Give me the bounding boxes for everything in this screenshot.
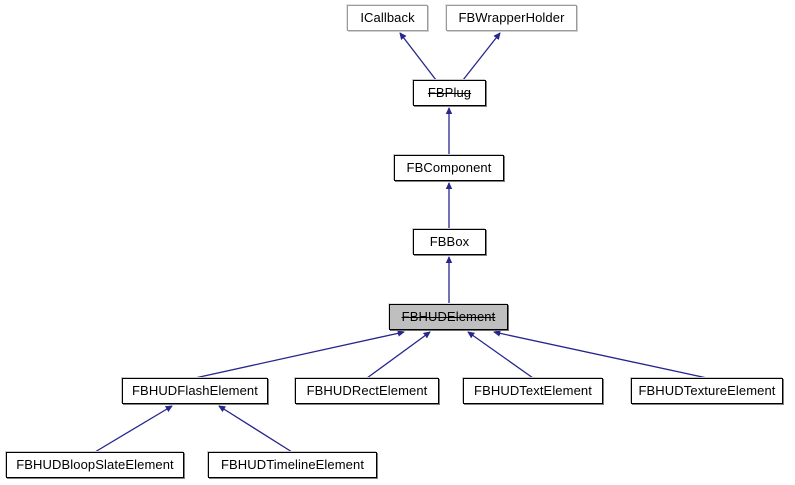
node-fbplug[interactable]: FBPlug [413,80,486,106]
node-label: FBBox [429,234,470,249]
inheritance-edge [366,332,430,379]
node-label: FBHUDRectElement [306,383,428,398]
node-label: FBHUDTextureElement [638,383,776,398]
node-label: FBHUDTextElement [474,383,592,398]
node-label: FBHUDElement [401,309,496,324]
node-label: FBComponent [406,160,492,175]
node-icallback[interactable]: ICallback [347,5,428,31]
node-label: FBPlug [427,85,472,100]
node-fbwrapperholder[interactable]: FBWrapperHolder [446,5,577,31]
inheritance-edge [194,332,404,379]
node-label: FBHUDBloopSlateElement [16,457,174,472]
node-fbhudrectelement[interactable]: FBHUDRectElement [295,378,439,404]
node-fbbox[interactable]: FBBox [413,229,486,255]
node-label: ICallback [360,10,415,25]
inheritance-edge [494,332,708,379]
node-label: FBHUDTimelineElement [220,457,365,472]
node-fbhudtimelineelement[interactable]: FBHUDTimelineElement [208,452,377,478]
node-fbcomponent[interactable]: FBComponent [394,155,504,181]
node-fbhudtextelement[interactable]: FBHUDTextElement [463,378,603,404]
node-fbhudelement[interactable]: FBHUDElement [389,304,508,330]
inheritance-edge [462,33,500,81]
node-label: FBWrapperHolder [458,10,565,25]
node-fbhudtextureelement[interactable]: FBHUDTextureElement [631,378,783,404]
inheritance-edge [400,33,437,81]
inheritance-edge [94,405,172,453]
node-fbhudflashelement[interactable]: FBHUDFlashElement [122,378,268,404]
node-fbhudbloopslateelement[interactable]: FBHUDBloopSlateElement [6,452,184,478]
inheritance-edge [468,332,534,379]
node-label: FBHUDFlashElement [132,383,258,398]
inheritance-edge [219,405,293,453]
